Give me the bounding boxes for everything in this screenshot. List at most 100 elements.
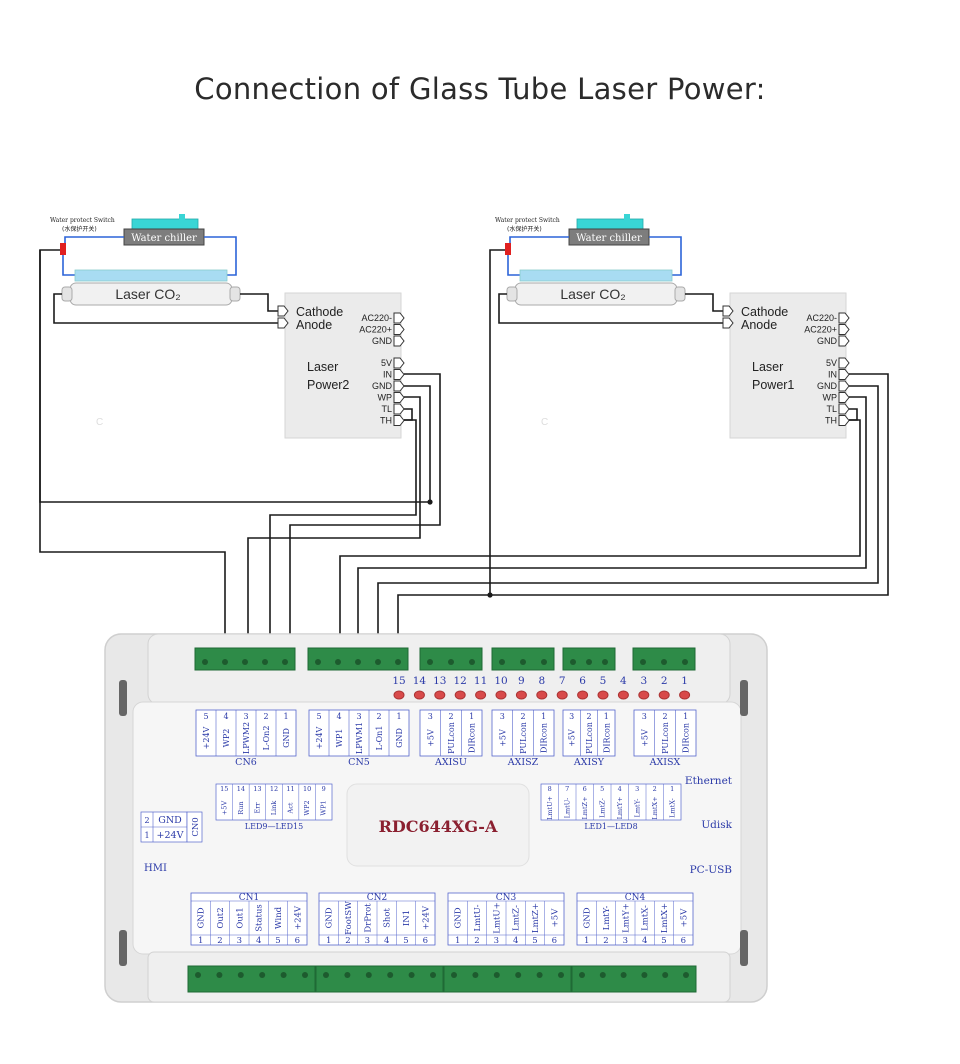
led-number: 10 [494,675,507,687]
cathode-label: Cathode [741,305,788,319]
wire-water-switch [39,249,431,503]
pin-number: 4 [618,785,622,793]
pin-name: Out1 [235,907,245,928]
pin-name: LmtY+ [621,903,631,933]
junction-dot [427,499,433,505]
wire-gnd [377,385,879,648]
pin-number: 2 [586,712,591,721]
pin-name: LmtU- [563,798,571,819]
pin-name: Shot [383,908,393,928]
pin-name: +5V [550,908,560,928]
connector-name: AXISU [434,757,467,768]
water-switch-icon [505,243,511,255]
connector-pin [323,972,329,978]
pin-name: PULcon [519,722,528,754]
connector-pin [365,972,372,978]
right_unit-unit: Water protect Switch(水保护开关)Water chiller… [495,214,847,439]
terminal-icon [393,403,405,415]
pin-number: 8 [548,785,552,793]
signal-terminal-label: WP [823,393,838,403]
pin-name: Err [253,802,261,814]
pin-name: GND [325,907,335,928]
pin-number: 6 [681,936,686,946]
led-number: 14 [413,675,427,687]
chiller-tank [576,218,644,230]
pin-number: 7 [565,785,569,793]
pin-name: WP2 [303,800,311,815]
pin-number: 1 [683,712,688,721]
wire-wp [357,396,867,648]
pin-name: GND [395,728,404,748]
pin-number: 1 [469,712,474,721]
pin-number: 12 [270,785,278,793]
pin-number: 3 [635,785,639,793]
signal-terminal-label: TL [826,404,837,414]
pin-number: 4 [223,712,228,721]
mount-slot [740,680,748,716]
connector-pin [602,659,608,665]
pin-name: L-On2 [262,726,271,751]
connector-pin [451,972,457,978]
tube-label: Laser CO₂ [115,286,180,302]
pin-number: 3 [500,712,505,721]
pin-table [419,709,483,757]
pin-number: 5 [532,936,537,946]
connector-name: CN5 [348,757,370,768]
anode-wire [498,293,723,324]
status-led [556,690,568,700]
mount-slot [119,680,127,716]
pin-name: +5V [640,729,649,747]
pin-number: 5 [316,712,321,721]
ac-terminal-label: AC220+ [804,325,837,335]
anode-label: Anode [741,318,777,332]
pin-table [491,709,555,757]
connector-name: CN6 [235,757,257,768]
pin-number: 1 [584,936,589,946]
wire-tl-th [849,408,858,421]
connector-name: AXISY [573,757,605,768]
connector-block [315,965,444,993]
connector-pin [237,972,244,978]
pin-number: 3 [623,936,628,946]
connector-pin [493,972,500,978]
status-led [638,690,650,700]
status-led [658,690,670,700]
pin-number: 2 [474,936,479,946]
connector-block [187,965,316,993]
signal-terminal-label: TH [380,416,392,426]
pin-name: Run [237,801,245,814]
status-led [617,690,629,700]
port-label: PC-USB [690,864,733,876]
pin-name: LmtY- [602,906,612,931]
connector-pin [195,972,201,978]
connector-pin [315,659,321,665]
wire-in [397,373,889,648]
led-group-name: LED9—LED15 [245,822,303,831]
connector-pin [536,972,543,978]
signal-terminal-label: IN [828,370,837,380]
pin-name: GND [454,907,464,928]
wire-lpwm [339,419,861,648]
connector-pin [280,972,287,978]
pin-table [633,709,697,757]
pin-name: WP1 [320,800,328,815]
led-number: 9 [518,675,525,687]
pin-number: 11 [286,785,294,793]
water-switch-sublabel: (水保护开关) [62,225,97,233]
water-switch-sublabel: (水保护开关) [507,225,542,233]
mount-slot [119,930,127,966]
pin-number: 2 [448,712,453,721]
water-hose [62,255,75,276]
terminal-icon [393,415,405,426]
pin-name: DIRcon [682,723,691,753]
connector-pin [408,972,415,978]
connector-pin [427,659,433,665]
watermark: C [541,417,548,428]
pin-name: LmtU+ [546,796,554,820]
connector-pin [515,972,522,978]
status-led [679,690,691,700]
pin-number: 1 [396,712,401,721]
pin-number: 5 [600,785,604,793]
pin-name: LmtX- [641,905,651,931]
